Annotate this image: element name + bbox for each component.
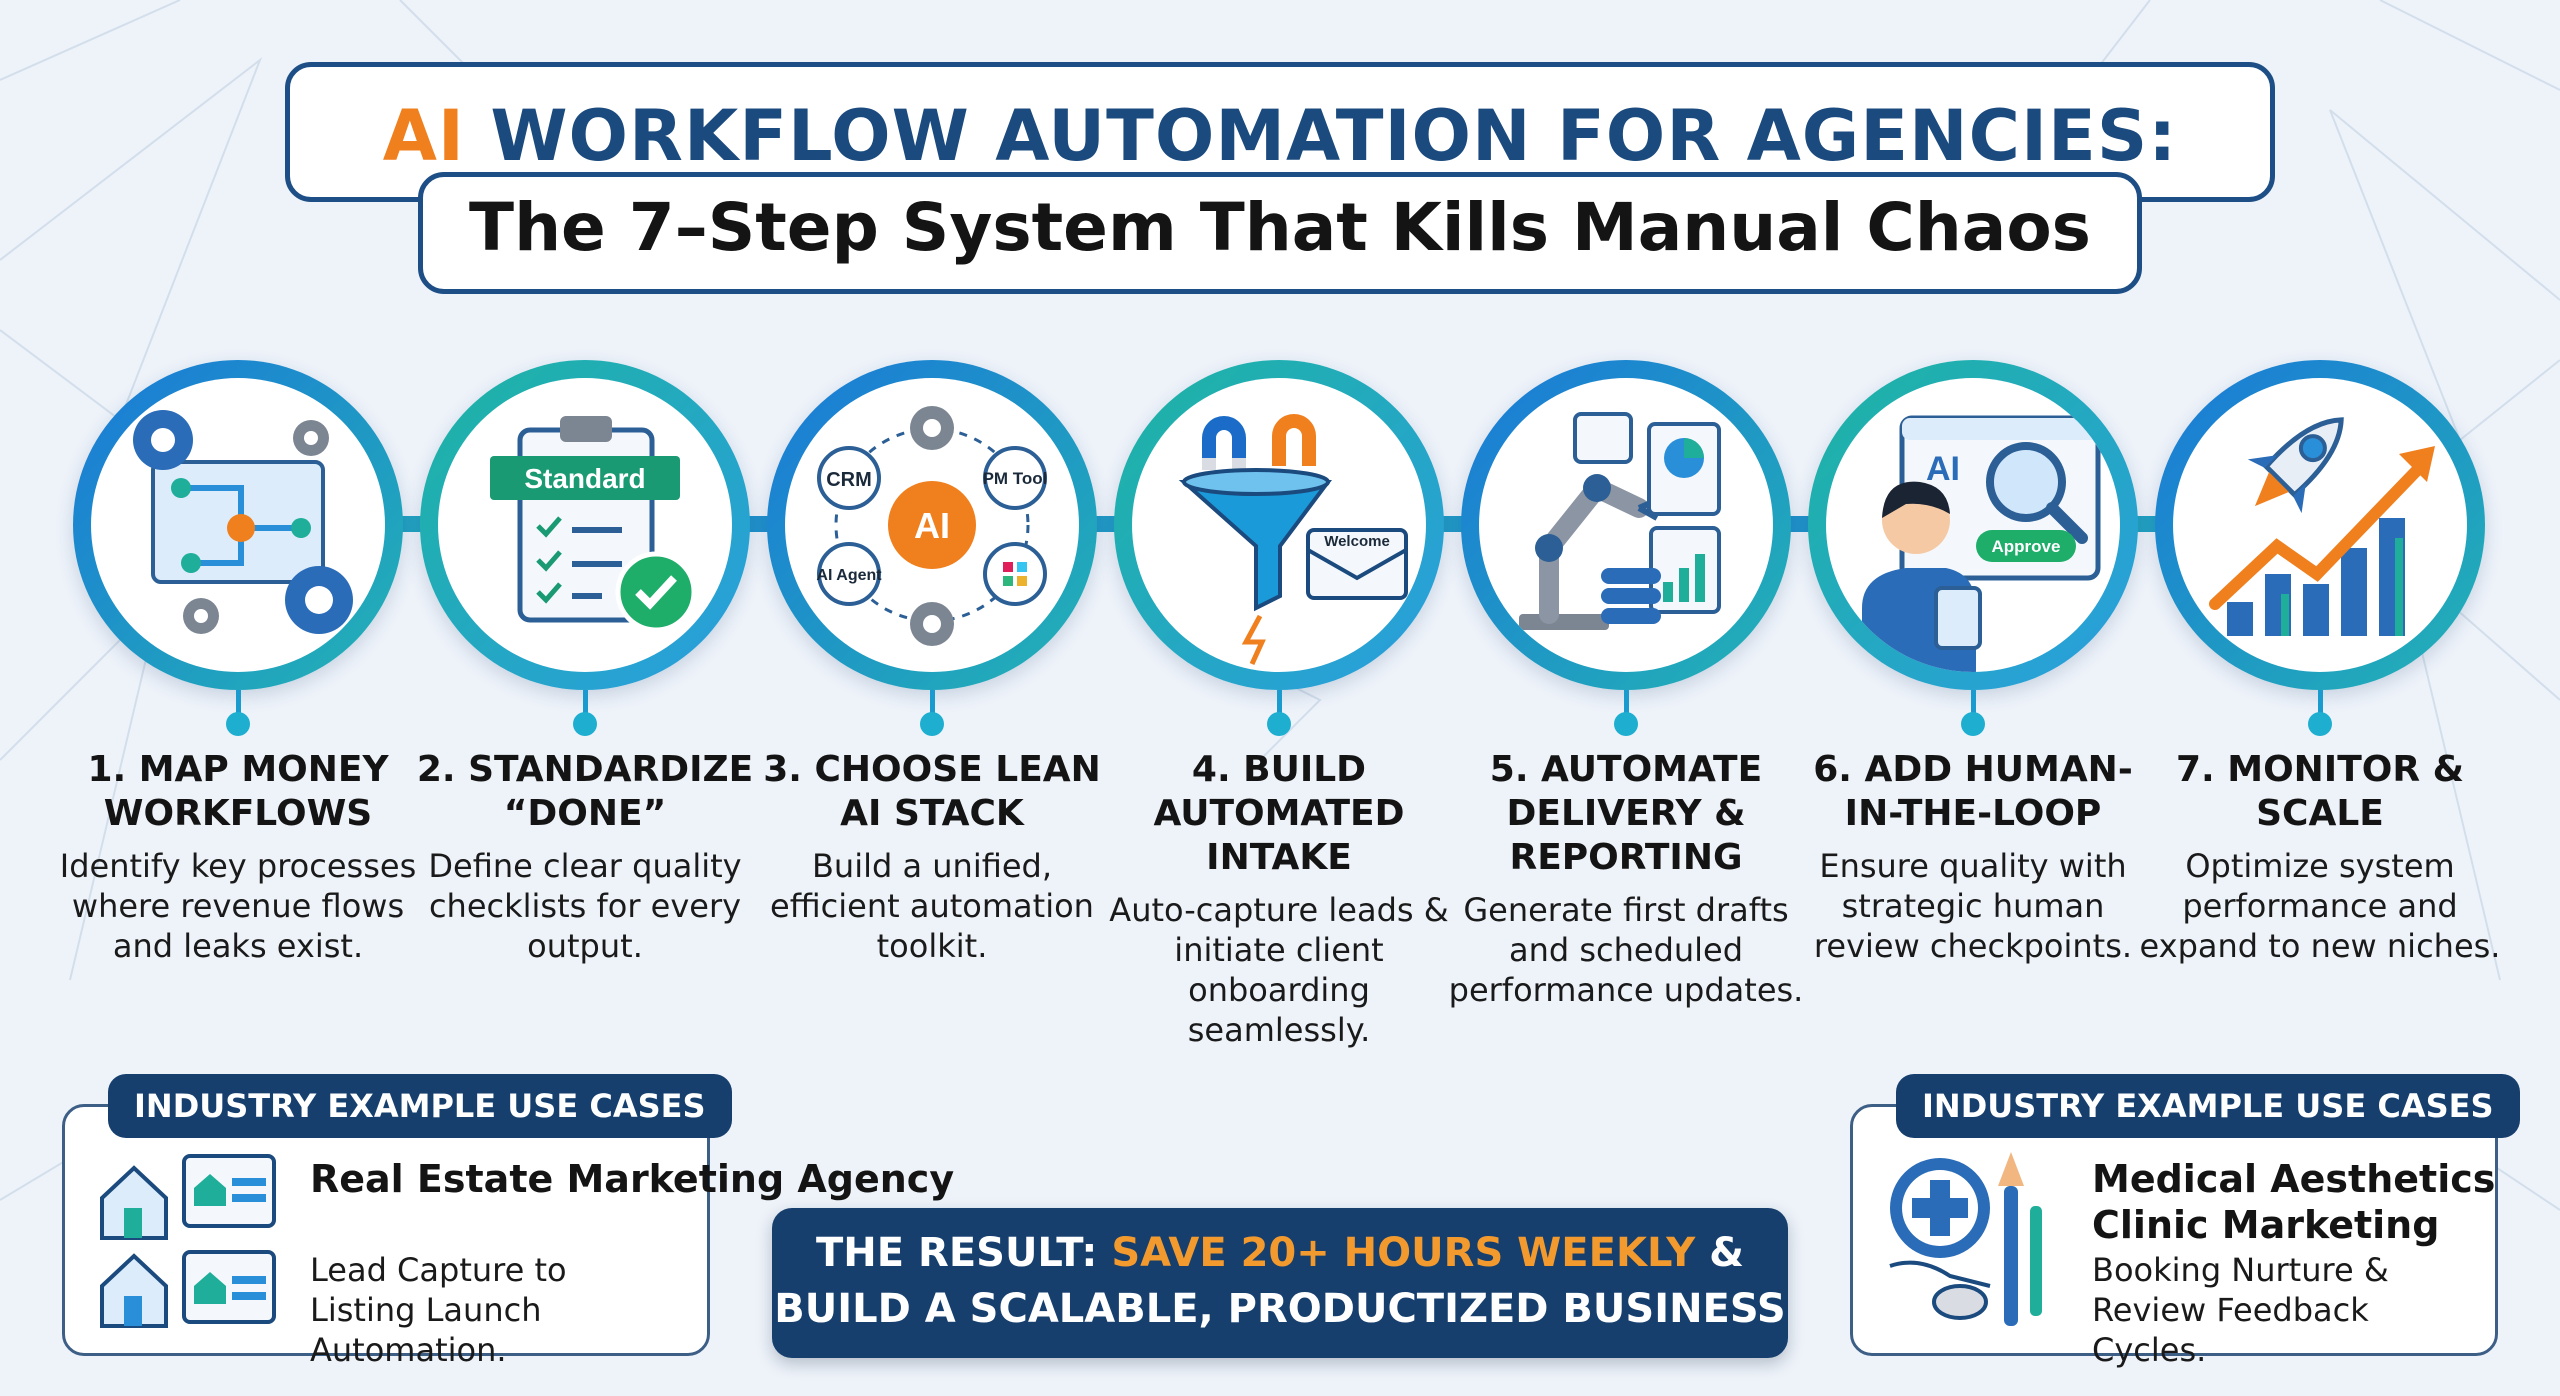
step-1-stem [236,690,241,726]
ai-agent-label: AI Agent [816,567,882,584]
result-line-1: THE RESULT: SAVE 20+ HOURS WEEKLY & [772,1230,1788,1276]
step-4-dot [1267,712,1291,736]
step-5-desc: Generate first drafts and scheduled perf… [1448,891,1804,1009]
workflow-gears-icon [91,378,385,672]
step-4-stem [1277,690,1282,726]
step-6-ring: AI Approve [1808,360,2138,690]
funnel-magnet-icon: Welcome [1132,378,1426,672]
step-5: 5. AUTOMATE DELIVERY & REPORTING Generat… [1449,360,1803,1060]
step-6-stem [1971,690,1976,726]
step-3: AI CRM PM Tool AI Agent 3. CHOOSE LEAN A… [762,360,1102,1060]
step-2-title: 2. STANDARDIZE “DONE” [416,749,754,834]
step-1-ring [73,360,403,690]
step-4-desc: Auto-capture leads & initiate client onb… [1109,891,1449,1049]
step-3-dot [920,712,944,736]
use-case-left-title: Real Estate Marketing Agency [310,1157,955,1201]
step-4-title: 4. BUILD AUTOMATED INTAKE [1153,749,1405,878]
step-1: 1. MAP MONEY WORKFLOWS Identify key proc… [60,360,416,1060]
step-5-dot [1614,712,1638,736]
screen-ai-label: AI [1926,450,1960,488]
step-6: AI Approve 6. ADD HUMAN-IN-THE-LOOP Ensu… [1803,360,2143,1060]
step-6-dot [1961,712,1985,736]
ai-stack-icon: AI CRM PM Tool AI Agent [785,378,1079,672]
step-3-stem [930,690,935,726]
use-case-right-desc: Booking Nurture & Review Feedback Cycles… [2092,1251,2389,1369]
medical-aesthetics-icon [1889,1152,2042,1326]
step-7-stem [2318,690,2323,726]
step-5-ring [1461,360,1791,690]
title-rest: WORKFLOW AUTOMATION FOR AGENCIES: [464,95,2178,177]
step-6-title: 6. ADD HUMAN-IN-THE-LOOP [1813,749,2133,834]
result-banner: THE RESULT: SAVE 20+ HOURS WEEKLY & BUIL… [772,1208,1788,1358]
human-review-icon: AI Approve [1826,378,2120,672]
step-5-title: 5. AUTOMATE DELIVERY & REPORTING [1489,749,1763,878]
subtitle-box: The 7–Step System That Kills Manual Chao… [418,172,2142,294]
step-3-title: 3. CHOOSE LEAN AI STACK [763,749,1101,834]
approve-button-label: Approve [1992,537,2061,556]
step-4: Welcome 4. BUILD AUTOMATED INTAKE Auto-c… [1109,360,1449,1060]
step-1-desc: Identify key processes where revenue flo… [59,847,417,965]
step-2-desc: Define clear quality checklists for ever… [428,847,742,965]
result-line-2: BUILD A SCALABLE, PRODUCTIZED BUSINESS [774,1286,1786,1332]
welcome-email-label: Welcome [1324,533,1390,550]
use-case-right-tag: INDUSTRY EXAMPLE USE CASES [1896,1074,2520,1138]
result-prefix: THE RESULT: [816,1230,1112,1276]
step-6-desc: Ensure quality with strategic human revi… [1813,847,2133,965]
step-2-stem [583,690,588,726]
result-highlight: SAVE 20+ HOURS WEEKLY [1111,1230,1696,1276]
step-1-dot [226,712,250,736]
checklist-clipboard-icon: Standard [438,378,732,672]
robot-arm-reports-icon [1479,378,1773,672]
step-7: 7. MONITOR & SCALE Optimize system perfo… [2140,360,2500,1060]
step-3-desc: Build a unified, efficient automation to… [770,847,1094,965]
step-1-title: 1. MAP MONEY WORKFLOWS [87,749,389,834]
step-7-desc: Optimize system performance and expand t… [2139,847,2501,965]
step-7-title: 7. MONITOR & SCALE [2175,749,2465,834]
crm-label: CRM [826,469,872,491]
result-suffix: & [1695,1230,1744,1276]
ai-core-label: AI [914,505,950,546]
step-7-dot [2308,712,2332,736]
page-title: AI WORKFLOW AUTOMATION FOR AGENCIES: [290,95,2270,177]
step-2-dot [573,712,597,736]
real-estate-houses-icon [100,1154,276,1328]
step-3-ring: AI CRM PM Tool AI Agent [767,360,1097,690]
step-2-ring: Standard [420,360,750,690]
use-case-left-desc: Lead Capture to Listing Launch Automatio… [310,1251,567,1369]
step-4-ring: Welcome [1114,360,1444,690]
use-case-right-title: Medical Aesthetics Clinic Marketing [2092,1157,2496,1247]
rocket-growth-icon [2173,378,2467,672]
step-5-stem [1624,690,1629,726]
use-case-left-tag: INDUSTRY EXAMPLE USE CASES [108,1074,732,1138]
standard-badge-label: Standard [524,463,645,494]
title-accent: AI [382,95,465,177]
pm-tool-label: PM Tool [983,469,1048,488]
step-7-ring [2155,360,2485,690]
slack-icon [1003,562,1027,586]
page-subtitle: The 7–Step System That Kills Manual Chao… [469,189,2091,266]
step-2: Standard 2. STANDARDIZE “DONE” Define cl… [415,360,755,1060]
